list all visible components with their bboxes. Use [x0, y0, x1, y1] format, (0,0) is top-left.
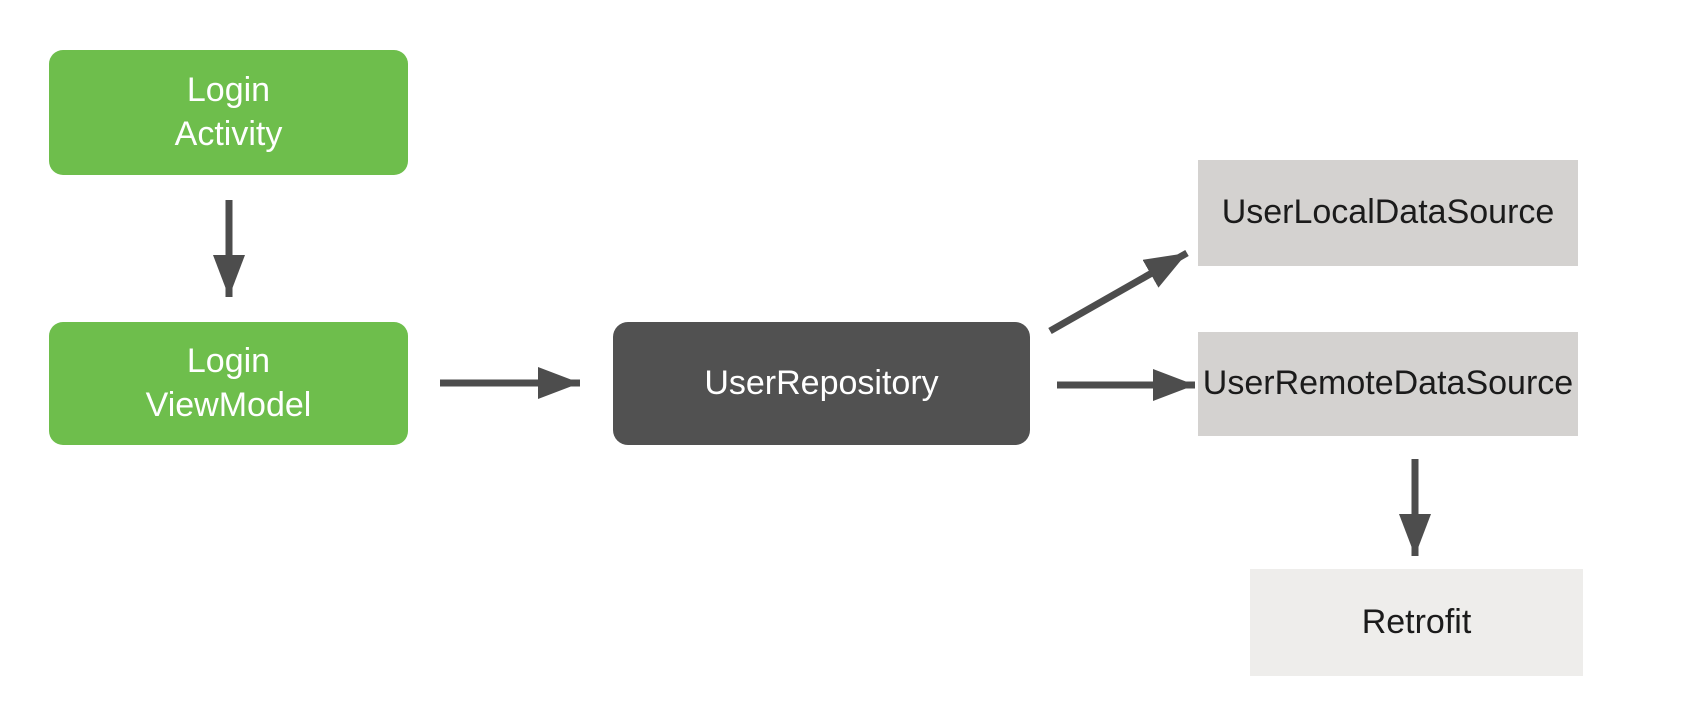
node-user-local-data-source: UserLocalDataSource [1198, 160, 1578, 266]
node-retrofit: Retrofit [1250, 569, 1583, 676]
node-login-activity: Login Activity [49, 50, 408, 175]
arrow-user-repository-to-user-local-data-source [1048, 249, 1189, 335]
node-user-repository: UserRepository [613, 322, 1030, 445]
node-user-remote-data-source: UserRemoteDataSource [1198, 332, 1578, 436]
node-login-viewmodel: Login ViewModel [49, 322, 408, 445]
